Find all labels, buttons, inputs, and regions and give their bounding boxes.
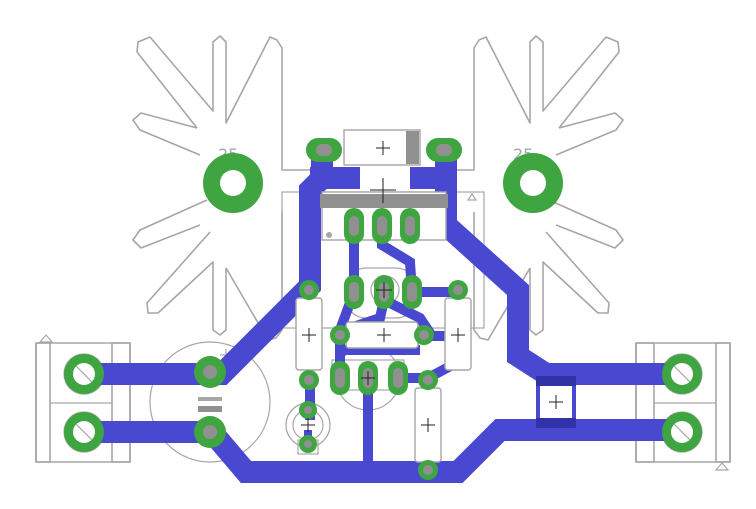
diode-top [343, 129, 421, 166]
electrolytic-capacitor [198, 397, 222, 412]
resistor-right [444, 297, 472, 371]
smd-capacitor [536, 376, 576, 428]
resistor-left [295, 297, 323, 371]
resistor-bottom [414, 387, 442, 463]
resistor-middle [345, 321, 419, 349]
pads [64, 138, 702, 480]
